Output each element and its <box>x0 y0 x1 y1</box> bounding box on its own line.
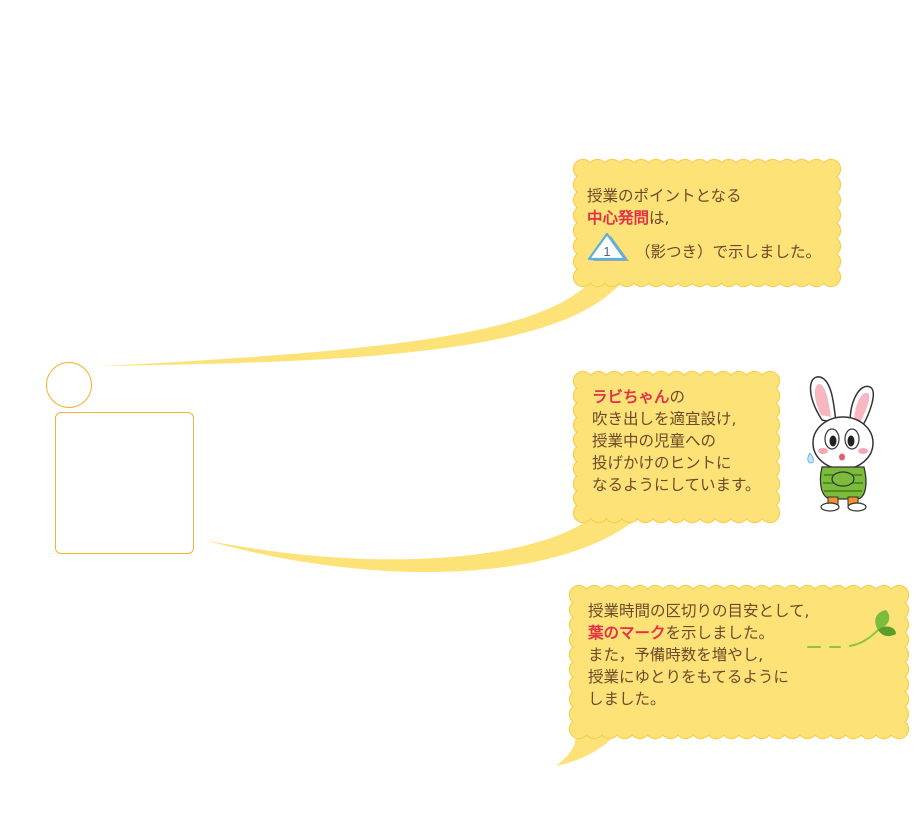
bubble3-line1: 授業時間の区切りの目安として, <box>588 602 810 620</box>
bubble2-scalloped-bubble <box>572 370 781 524</box>
bubble1-text: 授業のポイントとなる 中心発問は, 1 （影つき）で示しました。 <box>587 185 821 263</box>
bubble2-line2: 吹き出しを適宜設け, <box>592 410 737 428</box>
bubble1-scalloped-bubble <box>572 158 842 288</box>
bubble1-pointer <box>100 270 630 366</box>
triangle-mark-icon: 1 <box>587 232 631 263</box>
bubble2-line4: 投げかけのヒントに <box>592 454 732 472</box>
bubble3-line5: しました。 <box>588 690 666 708</box>
leaf-mark-emphasis: 葉のマーク <box>588 624 666 642</box>
bubble2-text: ラビちゃんの 吹き出しを適宜設け, 授業中の児童への 投げかけのヒントに なるよ… <box>592 386 761 496</box>
reference-rect-frame <box>55 412 194 554</box>
bubble3-line4: 授業にゆとりをもてるように <box>588 668 789 686</box>
bubble2-pointer <box>205 515 635 573</box>
bubble3-scalloped-bubble <box>568 584 910 740</box>
triangle-number: 1 <box>603 244 610 259</box>
bubble1-line2: 中心発問は, <box>587 209 670 227</box>
reference-circle-frame <box>46 362 92 408</box>
central-question-emphasis: 中心発問 <box>587 209 650 227</box>
bubble2-line3: 授業中の児童への <box>592 432 717 450</box>
bubble3-line3: また，予備時数を増やし, <box>588 646 764 664</box>
bubble1-line1: 授業のポイントとなる <box>587 187 742 205</box>
rabi-chan-emphasis: ラビちゃん <box>592 388 670 406</box>
rabbit-mascot-icon <box>807 376 874 512</box>
bubble2-line1: ラビちゃんの <box>592 388 686 406</box>
bubble2-line5: なるようにしています。 <box>592 476 761 494</box>
leaf-icon <box>807 610 896 648</box>
bubble1-line3: 1 （影つき）で示しました。 <box>587 232 821 263</box>
bubble3-text: 授業時間の区切りの目安として, 葉のマークを示しました。 また，予備時数を増やし… <box>588 600 809 710</box>
bubble3-line2: 葉のマークを示しました。 <box>588 624 775 642</box>
